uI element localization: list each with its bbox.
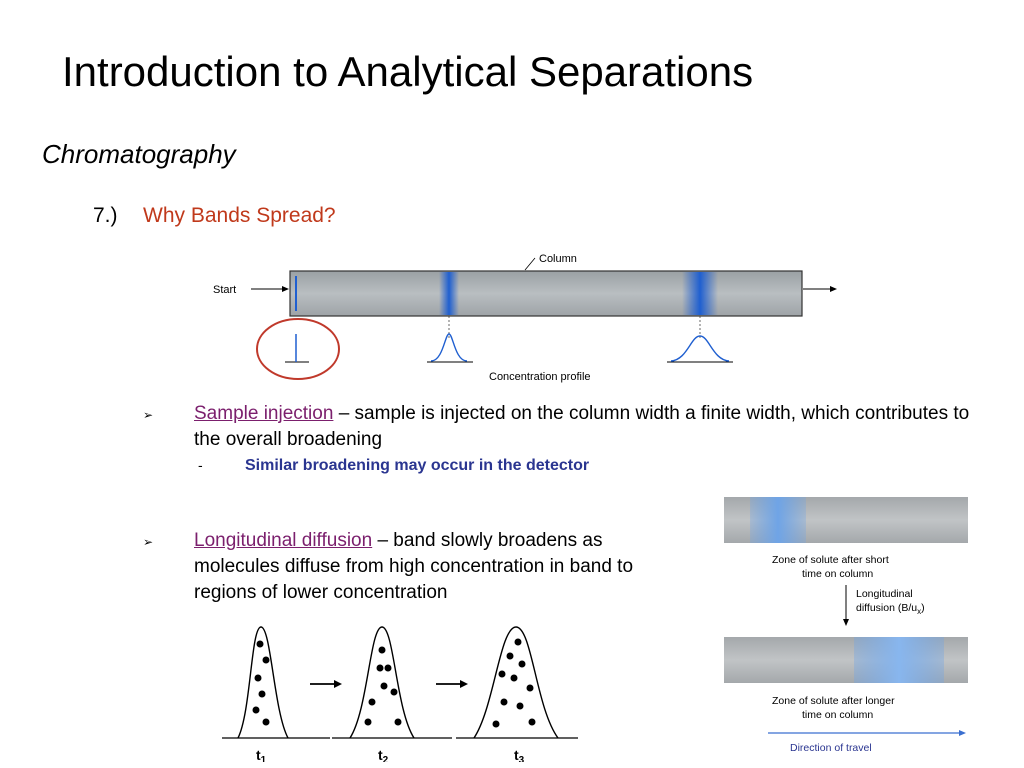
term-sample-injection[interactable]: Sample injection xyxy=(194,403,334,424)
sub-dash: - xyxy=(198,457,203,473)
label-t3: t3 xyxy=(514,747,525,762)
column-figure: Start Column Concentration profile xyxy=(213,253,837,383)
zone-short-band xyxy=(750,497,806,543)
zone-short-label-1: Zone of solute after short xyxy=(772,554,889,566)
peak-t1: t1 xyxy=(222,626,330,762)
term-longitudinal-diffusion[interactable]: Longitudinal diffusion xyxy=(194,530,373,551)
diffusion-label-2: diffusion (B/ux) xyxy=(856,602,925,616)
band-narrow xyxy=(439,272,459,315)
sub-point-detector: Similar broadening may occur in the dete… xyxy=(245,457,590,474)
band-wide xyxy=(682,272,718,315)
arrow-t1-t2 xyxy=(310,680,342,688)
column-tube xyxy=(289,270,803,317)
arrow-t2-t3 xyxy=(436,680,468,688)
zone-long-label-1: Zone of solute after longer xyxy=(772,695,895,707)
direction-label: Direction of travel xyxy=(790,742,872,754)
bullet-longitudinal-diffusion: Longitudinal diffusion – band slowly bro… xyxy=(194,528,664,606)
profile-wide xyxy=(670,335,730,362)
label-t2: t2 xyxy=(378,747,389,762)
slide-title: Introduction to Analytical Separations xyxy=(62,48,754,95)
profile-narrow xyxy=(430,333,468,362)
peaks-figure: t1 t2 t3 xyxy=(222,626,578,762)
profile-label: Concentration profile xyxy=(489,371,591,383)
column-label: Column xyxy=(539,253,577,265)
diffusion-figure: Zone of solute after short time on colum… xyxy=(724,497,968,754)
peak-t3: t3 xyxy=(456,626,578,762)
start-label: Start xyxy=(213,284,236,296)
injection-highlight xyxy=(256,318,340,380)
item-number: 7.) xyxy=(93,204,118,227)
peak-t2: t2 xyxy=(332,626,452,762)
slide-subtitle: Chromatography xyxy=(42,139,236,169)
bullet-sample-injection: Sample injection – sample is injected on… xyxy=(194,401,994,453)
zone-short-label-2: time on column xyxy=(802,568,873,580)
bullet-marker-1: ➢ xyxy=(143,408,154,422)
item-heading: Why Bands Spread? xyxy=(143,204,336,227)
zone-long-label-2: time on column xyxy=(802,709,873,721)
label-t1: t1 xyxy=(256,747,267,762)
zone-long-band xyxy=(854,637,944,683)
bullet-text-1: – sample is injected on the column width… xyxy=(194,403,970,450)
diffusion-label-1: Longitudinal xyxy=(856,588,913,600)
bullet-marker-2: ➢ xyxy=(143,535,154,549)
bullet-text-2: – band slowly broadens as molecules diff… xyxy=(194,530,634,603)
